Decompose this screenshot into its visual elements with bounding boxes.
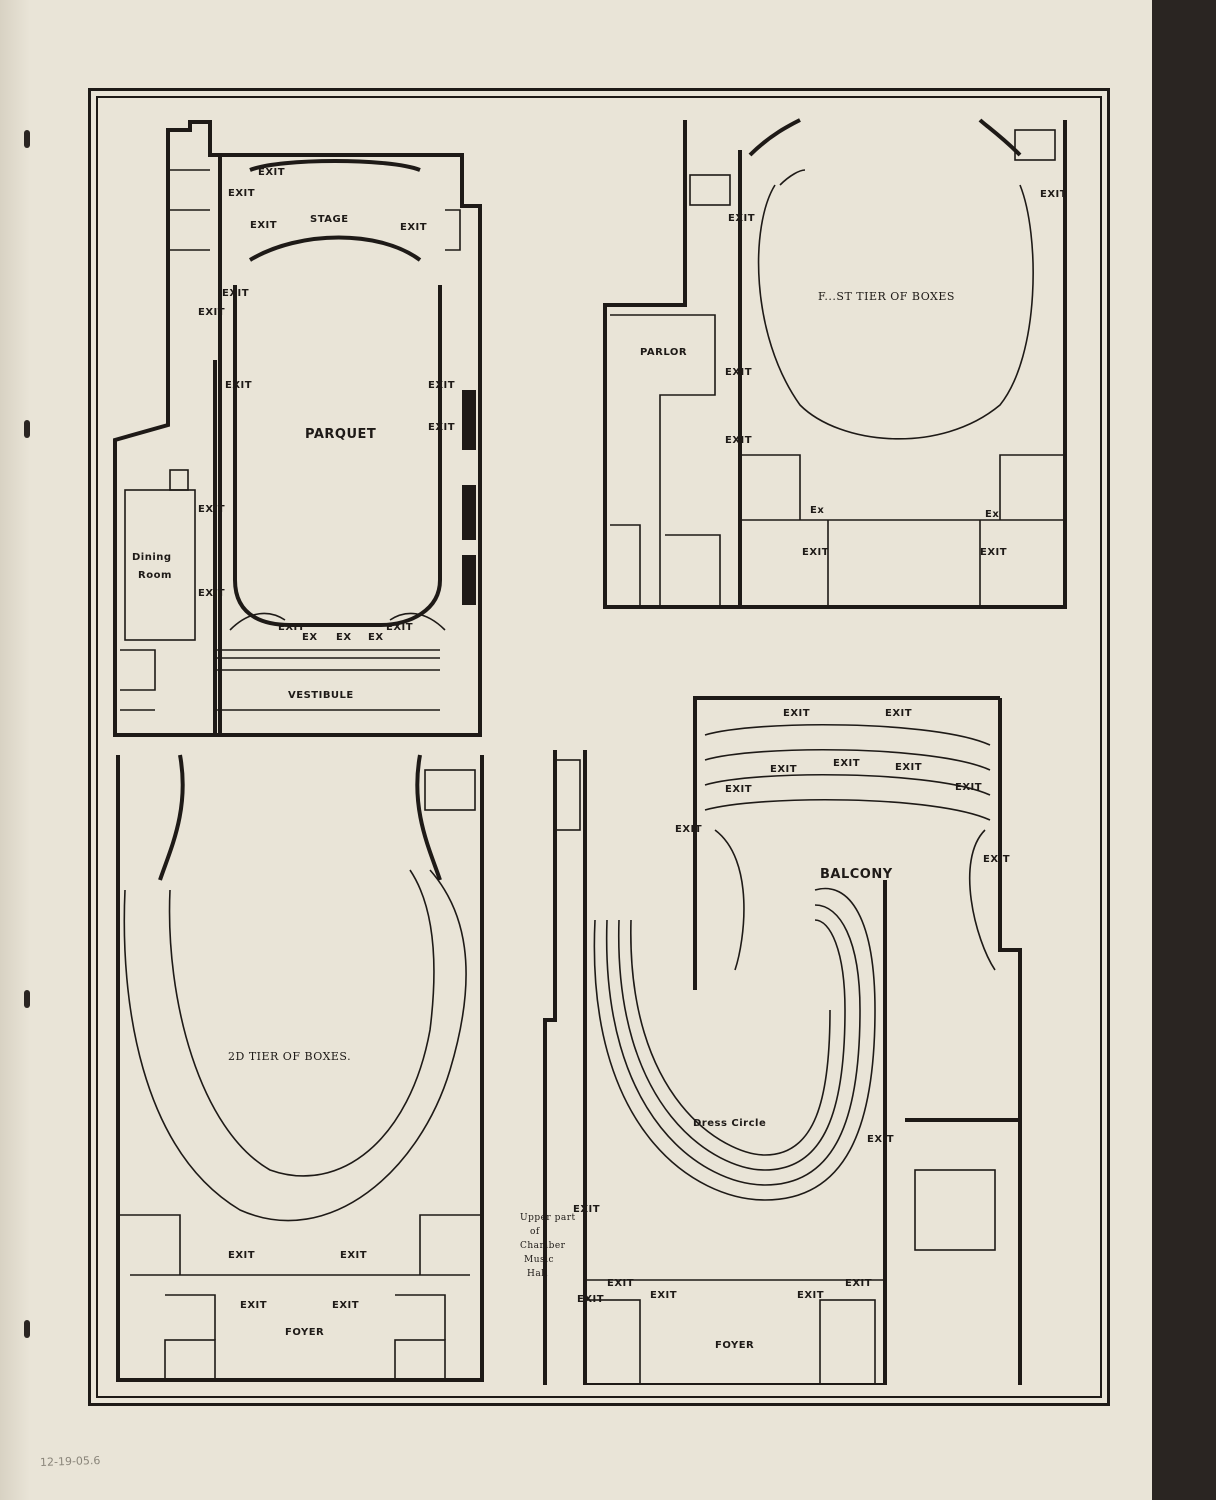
exit-label: EXIT xyxy=(240,1300,267,1311)
exit-label: EXIT xyxy=(650,1290,677,1301)
exit-label: EXIT xyxy=(867,1134,894,1145)
page-border-inner xyxy=(96,96,1102,1398)
exit-label: EXIT xyxy=(258,167,285,178)
second-tier-floor-plan: 2D TIER OF BOXES. FOYER EXIT EXIT EXIT E… xyxy=(116,754,484,1382)
balcony-dress-circle-floor-plan: BALCONY Dress Circle FOYER Upper part of… xyxy=(520,696,1022,1385)
parquet-label: PARQUET xyxy=(305,427,376,442)
staple-hole xyxy=(24,130,30,148)
stage-label: STAGE xyxy=(310,214,349,225)
ex-label: EX xyxy=(302,632,318,643)
page-fold xyxy=(0,0,30,1500)
exit-label: EXIT xyxy=(797,1290,824,1301)
exit-label: EXIT xyxy=(428,422,455,433)
exit-label: EXIT xyxy=(725,435,752,446)
upper-part-label: Upper part xyxy=(520,1213,576,1223)
staple-hole xyxy=(24,420,30,438)
exit-label: EXIT xyxy=(725,367,752,378)
second-tier-title: 2D TIER OF BOXES. xyxy=(228,1050,351,1063)
exit-label: EXIT xyxy=(885,708,912,719)
staple-hole xyxy=(24,1320,30,1338)
first-tier-title: F...ST TIER OF BOXES xyxy=(818,290,955,303)
foyer-label: FOYER xyxy=(285,1327,324,1338)
exit-label: EXIT xyxy=(250,220,277,231)
balcony-label: BALCONY xyxy=(820,867,893,882)
exit-label: EXIT xyxy=(340,1250,367,1261)
dress-circle-label: Dress Circle xyxy=(693,1118,766,1129)
exit-label: EXIT xyxy=(228,1250,255,1261)
exit-label: EXIT xyxy=(802,547,829,558)
upper-part-label-4: Music xyxy=(524,1255,554,1265)
exit-label: EXIT xyxy=(725,784,752,795)
exit-label: EXIT xyxy=(577,1294,604,1305)
exit-label: EXIT xyxy=(607,1278,634,1289)
exit-label: EXIT xyxy=(675,824,702,835)
ex-label: Ex xyxy=(985,509,999,520)
parquet-floor-plan: STAGE PARQUET Dining Room VESTIBULE EXIT… xyxy=(113,120,482,737)
exit-label: EXIT xyxy=(955,782,982,793)
exit-label: EXIT xyxy=(845,1278,872,1289)
exit-label: EXIT xyxy=(198,588,225,599)
exit-label: EXIT xyxy=(278,622,305,633)
exit-label: EXIT xyxy=(400,222,427,233)
foyer-label: FOYER xyxy=(715,1340,754,1351)
exit-label: EXIT xyxy=(332,1300,359,1311)
staple-hole xyxy=(24,990,30,1008)
exit-label: EXIT xyxy=(222,288,249,299)
ex-label: EX xyxy=(368,632,384,643)
exit-label: EXIT xyxy=(728,213,755,224)
exit-label: EXIT xyxy=(386,622,413,633)
exit-label: EXIT xyxy=(573,1204,600,1215)
exit-label: EXIT xyxy=(980,547,1007,558)
exit-label: EXIT xyxy=(428,380,455,391)
upper-part-label-5: Hall xyxy=(527,1269,548,1279)
pencil-date-note: 12-19-05.6 xyxy=(39,1453,101,1470)
dining-room-label-2: Room xyxy=(138,570,172,581)
page-border-outer xyxy=(88,88,1110,1406)
exit-label: EXIT xyxy=(198,307,225,318)
exit-label: EXIT xyxy=(783,708,810,719)
dining-room-label: Dining xyxy=(132,552,172,563)
vestibule-label: VESTIBULE xyxy=(288,690,354,701)
exit-label: EXIT xyxy=(198,504,225,515)
exit-label: EXIT xyxy=(225,380,252,391)
ex-label: EX xyxy=(336,632,352,643)
exit-label: EXIT xyxy=(833,758,860,769)
ex-label: Ex xyxy=(810,505,824,516)
parlor-label: PARLOR xyxy=(640,347,687,358)
exit-label: EXIT xyxy=(1040,189,1067,200)
exit-label: EXIT xyxy=(983,854,1010,865)
exit-label: EXIT xyxy=(770,764,797,775)
program-page: STAGE PARQUET Dining Room VESTIBULE EXIT… xyxy=(0,0,1152,1500)
exit-label: EXIT xyxy=(228,188,255,199)
upper-part-label-2: of xyxy=(530,1227,540,1237)
exit-label: EXIT xyxy=(895,762,922,773)
upper-part-label-3: Chamber xyxy=(520,1241,566,1251)
first-tier-floor-plan: PARLOR F...ST TIER OF BOXES EXIT EXIT EX… xyxy=(603,118,1067,609)
